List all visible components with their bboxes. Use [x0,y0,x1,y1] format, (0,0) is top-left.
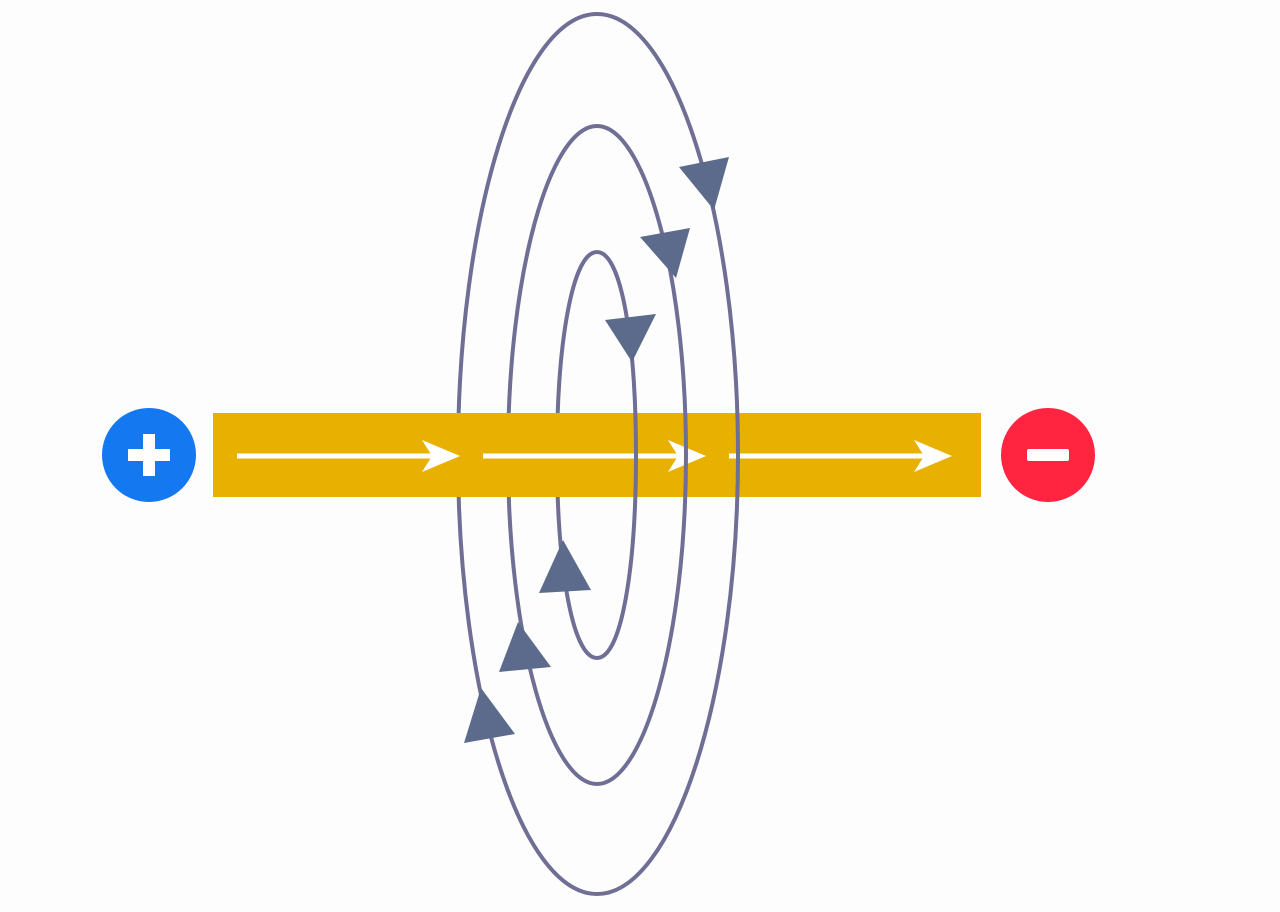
current-arrows [237,440,952,472]
field-line-inner-front [596,250,639,660]
field-arrow-outer-top [679,157,729,210]
field-arrow-middle-bottom [499,622,551,672]
field-line-outer-front [596,12,741,896]
current-arrow-1 [237,440,460,472]
positive-terminal [102,408,196,502]
field-arrow-middle-top [640,228,690,278]
field-line-middle-front [596,124,689,786]
plus-icon [128,434,170,476]
field-direction-arrows [464,157,729,743]
field-lines-front [596,12,741,896]
current-arrow-3 [729,440,952,472]
field-arrow-inner-bottom [539,540,591,593]
negative-terminal [1001,408,1095,502]
field-arrow-outer-bottom [464,688,515,743]
field-arrow-inner-top [605,314,656,362]
minus-icon [1027,449,1069,461]
